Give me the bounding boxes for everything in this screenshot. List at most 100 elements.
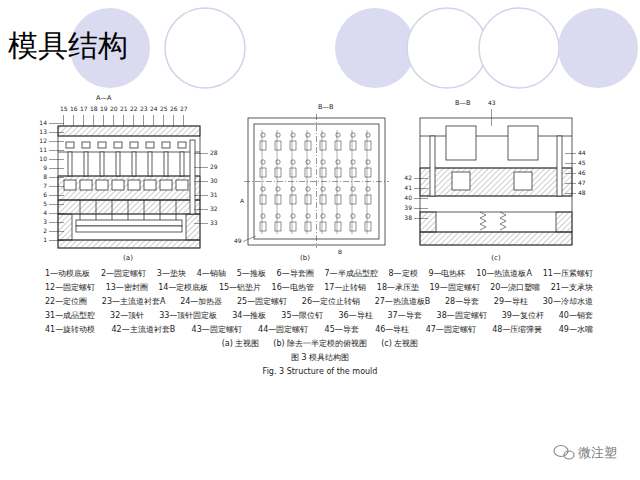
callout-number: 39 bbox=[404, 205, 412, 211]
caption-row: Fig. 3 Structure of the mould bbox=[0, 368, 640, 376]
legend-entry: 36—导柱 bbox=[338, 312, 372, 320]
legend-entry: 42—主流道衬套B bbox=[112, 326, 176, 334]
callout-number: 7 bbox=[43, 183, 47, 189]
callout-number: 15 bbox=[60, 106, 68, 112]
watermark: 微注塑 bbox=[578, 446, 617, 459]
legend-entry: 21—支承块 bbox=[551, 284, 593, 292]
legend-entry: 9—电热杯 bbox=[428, 270, 465, 278]
callout-number: 42 bbox=[404, 175, 412, 181]
section-mark: B—B bbox=[318, 104, 333, 111]
legend-entry: 39—复位杆 bbox=[502, 312, 544, 320]
section-mark: B—B bbox=[455, 100, 470, 107]
legend-entry: 4—销轴 bbox=[197, 270, 226, 278]
callout-number: 25 bbox=[160, 106, 168, 112]
callout-number: 18 bbox=[90, 106, 98, 112]
legend-entry: 44—固定螺钉 bbox=[258, 326, 308, 334]
section-mark: A—A bbox=[96, 95, 111, 102]
view-caption-row: (a) 主视图 (b) 除去一半定模的俯视图 (c) 左视图 bbox=[0, 340, 640, 348]
callout-number: 32 bbox=[210, 206, 218, 212]
legend-entry: 1—动模底板 bbox=[45, 270, 90, 278]
view-label: (c) bbox=[491, 255, 500, 262]
legend-entry: 33—顶针固定板 bbox=[159, 312, 217, 320]
callout-number: 9 bbox=[43, 165, 47, 171]
legend-entry: 10—热流道板A bbox=[476, 270, 532, 278]
legend-row: 31—成品型腔32—顶针33—顶针固定板34—推板35—限位钉36—导柱37—导… bbox=[45, 312, 593, 320]
watermark-icon bbox=[554, 446, 574, 460]
legend-entry: 49—水嘴 bbox=[559, 326, 593, 334]
view-label: (b) bbox=[300, 255, 310, 262]
legend-entry: 35—限位钉 bbox=[281, 312, 323, 320]
callout-number: 17 bbox=[80, 106, 88, 112]
view-caption: (c) 左视图 bbox=[381, 340, 418, 348]
callout-number: 16 bbox=[70, 106, 78, 112]
legend-entry: 12—固定螺钉 bbox=[45, 284, 95, 292]
legend-entry: 40—销套 bbox=[559, 312, 593, 320]
legend-entry: 37—导套 bbox=[387, 312, 421, 320]
caption-row: 图 3 模具结构图 bbox=[0, 354, 640, 362]
callout-number: 47 bbox=[578, 180, 586, 186]
callout-number: 12 bbox=[39, 138, 47, 144]
legend-entry: 13—密封圈 bbox=[106, 284, 148, 292]
legend-entry: 48—压缩弹簧 bbox=[492, 326, 542, 334]
callout-number: 23 bbox=[140, 106, 148, 112]
legend-entry: 26—定位止转销 bbox=[302, 298, 360, 306]
legend-entry: 23—主流道衬套A bbox=[102, 298, 166, 306]
callout-number: 33 bbox=[210, 220, 218, 226]
section-mark: B bbox=[338, 249, 342, 255]
callout-number: 27 bbox=[180, 106, 188, 112]
legend-entry: 25—固定螺钉 bbox=[237, 298, 287, 306]
legend-entry: 24—加热器 bbox=[180, 298, 222, 306]
section-mark: A bbox=[240, 198, 244, 204]
legend-entry: 22—定位圈 bbox=[45, 298, 87, 306]
legend-entry: 5—推板 bbox=[237, 270, 266, 278]
callout-number: 41 bbox=[404, 185, 412, 191]
callout-number: 19 bbox=[100, 106, 108, 112]
callout-number: 24 bbox=[150, 106, 158, 112]
callout-number: 22 bbox=[130, 106, 138, 112]
callout-number: 2 bbox=[43, 228, 47, 234]
legend-entry: 46—导柱 bbox=[375, 326, 409, 334]
callout-number: 10 bbox=[39, 156, 47, 162]
legend-entry: 32—顶针 bbox=[110, 312, 144, 320]
callout-number: 20 bbox=[110, 106, 118, 112]
callout-number: 28 bbox=[210, 150, 218, 156]
callout-number: 43 bbox=[488, 100, 496, 106]
callout-number: 3 bbox=[43, 219, 47, 225]
legend-entry: 30—冷却水道 bbox=[543, 298, 593, 306]
legend-entry: 16—电热管 bbox=[272, 284, 314, 292]
legend-entry: 2—固定螺钉 bbox=[101, 270, 146, 278]
legend-row: 41—旋转动模42—主流道衬套B43—固定螺钉44—固定螺钉45—导套46—导柱… bbox=[45, 326, 593, 334]
legend-entry: 28—导套 bbox=[445, 298, 479, 306]
legend-entry: 7—半成品型腔 bbox=[325, 270, 378, 278]
callout-number: 1 bbox=[43, 237, 47, 243]
legend-entry: 43—固定螺钉 bbox=[192, 326, 242, 334]
callout-number: 31 bbox=[210, 192, 218, 198]
view-label: (a) bbox=[123, 255, 133, 262]
legend-entry: 29—导柱 bbox=[494, 298, 528, 306]
legend-row: 22—定位圈23—主流道衬套A24—加热器25—固定螺钉26—定位止转销27—热… bbox=[45, 298, 593, 306]
legend-entry: 8—定模 bbox=[388, 270, 417, 278]
callout-number: 5 bbox=[43, 201, 47, 207]
callout-number: 45 bbox=[578, 160, 586, 166]
legend-entry: 18—承压垫 bbox=[377, 284, 419, 292]
callout-number: 13 bbox=[39, 129, 47, 135]
callout-number: 44 bbox=[578, 150, 586, 156]
callout-number: 26 bbox=[170, 106, 178, 112]
legend-entry: 3—垫块 bbox=[157, 270, 186, 278]
callout-number: 38 bbox=[404, 215, 412, 221]
slide-title: 模具结构 bbox=[8, 31, 128, 61]
callout-number: 14 bbox=[39, 120, 47, 126]
legend-entry: 20—浇口塑嘴 bbox=[490, 284, 540, 292]
legend-entry: 41—旋转动模 bbox=[45, 326, 95, 334]
view-caption: (a) 主视图 bbox=[222, 340, 260, 348]
legend-row: 1—动模底板 2—固定螺钉 3—垫块 4—销轴 5—推板 6—导套圈 7—半成品型腔 8—定模… bbox=[45, 270, 593, 278]
figure-caption-english: Fig. 3 Structure of the mould bbox=[263, 368, 378, 376]
view-caption: (b) 除去一半定模的俯视图 bbox=[273, 340, 367, 348]
legend-entry: 14—定模底板 bbox=[158, 284, 208, 292]
callout-number: 4 bbox=[43, 210, 47, 216]
callout-number: 48 bbox=[578, 190, 586, 196]
callout-number: 21 bbox=[120, 106, 128, 112]
callout-number: 11 bbox=[39, 147, 47, 153]
legend-entry: 6—导套圈 bbox=[277, 270, 314, 278]
